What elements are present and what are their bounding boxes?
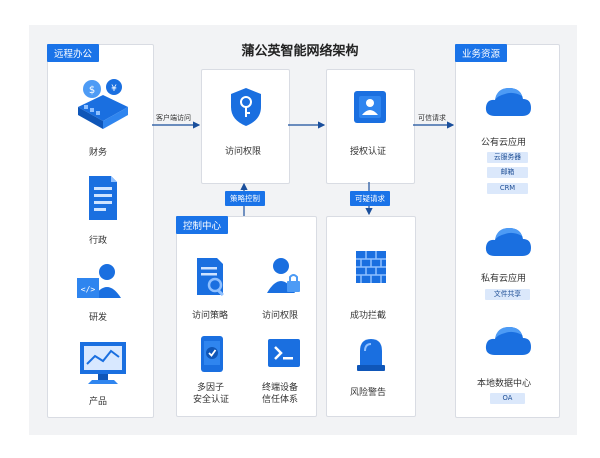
- remote-item-finance: 财务: [89, 148, 108, 158]
- svg-text:$: $: [89, 85, 95, 96]
- risk-item-intercepted: 成功拦截: [350, 311, 387, 321]
- firewall-wall-icon: [356, 251, 386, 283]
- local-datacenter-icon: [485, 327, 531, 355]
- authorization-label: 授权认证: [350, 147, 387, 157]
- edge-label-suspicious-request: 可疑请求: [350, 191, 390, 206]
- chip-crm: CRM: [487, 183, 528, 194]
- edge-label-trusted-request: 可信请求: [418, 114, 446, 122]
- private-cloud-label: 私有云应用: [481, 274, 527, 284]
- control-center-tag: 控制中心: [176, 216, 229, 234]
- access-permission-box: [201, 69, 290, 184]
- public-cloud-label: 公有云应用: [481, 138, 527, 148]
- developer-user-icon: </>: [77, 264, 121, 298]
- mfa-device-icon: [201, 336, 223, 372]
- control-item-access-policy: 访问策略: [192, 311, 229, 321]
- chip-cloud-server: 云服务器: [487, 152, 528, 163]
- control-center-panel: [176, 216, 317, 417]
- business-resources-tag: 业务资源: [455, 44, 508, 62]
- remote-item-admin: 行政: [89, 236, 108, 246]
- svg-text:¥: ¥: [111, 84, 117, 94]
- alarm-light-icon: [357, 339, 385, 371]
- finance-server-icon: $ ¥: [78, 79, 128, 129]
- chip-file-share: 文件共享: [485, 289, 530, 300]
- control-item-access-permission: 访问权限: [262, 311, 299, 321]
- edge-label-policy-control: 策略控制: [225, 191, 265, 206]
- control-item-mfa-line1: 多因子: [197, 383, 225, 393]
- edge-label-client-access: 客户端访问: [156, 114, 191, 122]
- risk-item-warning: 风险警告: [350, 388, 387, 398]
- private-cloud-icon: [485, 228, 531, 256]
- remote-item-dev: 研发: [89, 313, 108, 323]
- control-item-terminal-line1: 终端设备: [262, 383, 299, 393]
- risk-panel: [326, 216, 416, 417]
- access-permission-label: 访问权限: [225, 147, 262, 157]
- remote-office-tag: 远程办公: [47, 44, 100, 62]
- chip-oa: OA: [490, 393, 525, 404]
- control-item-terminal-line2: 信任体系: [262, 395, 299, 405]
- diagram-title: 蒲公英智能网络架构: [241, 44, 359, 59]
- remote-item-product: 产品: [89, 397, 108, 407]
- user-lock-icon: [267, 258, 300, 293]
- policy-document-icon: [197, 258, 224, 297]
- id-card-icon: [354, 91, 386, 123]
- shield-key-icon: [231, 88, 261, 126]
- svg-text:</>: </>: [81, 285, 96, 294]
- local-datacenter-label: 本地数据中心: [477, 379, 532, 389]
- chip-mailbox: 邮箱: [487, 167, 528, 178]
- product-monitor-icon: [80, 342, 126, 384]
- admin-document-icon: [89, 176, 117, 220]
- authorization-box: [326, 69, 415, 184]
- control-item-mfa-line2: 安全认证: [193, 395, 230, 405]
- public-cloud-icon: [485, 88, 531, 116]
- terminal-trust-icon: [268, 339, 300, 367]
